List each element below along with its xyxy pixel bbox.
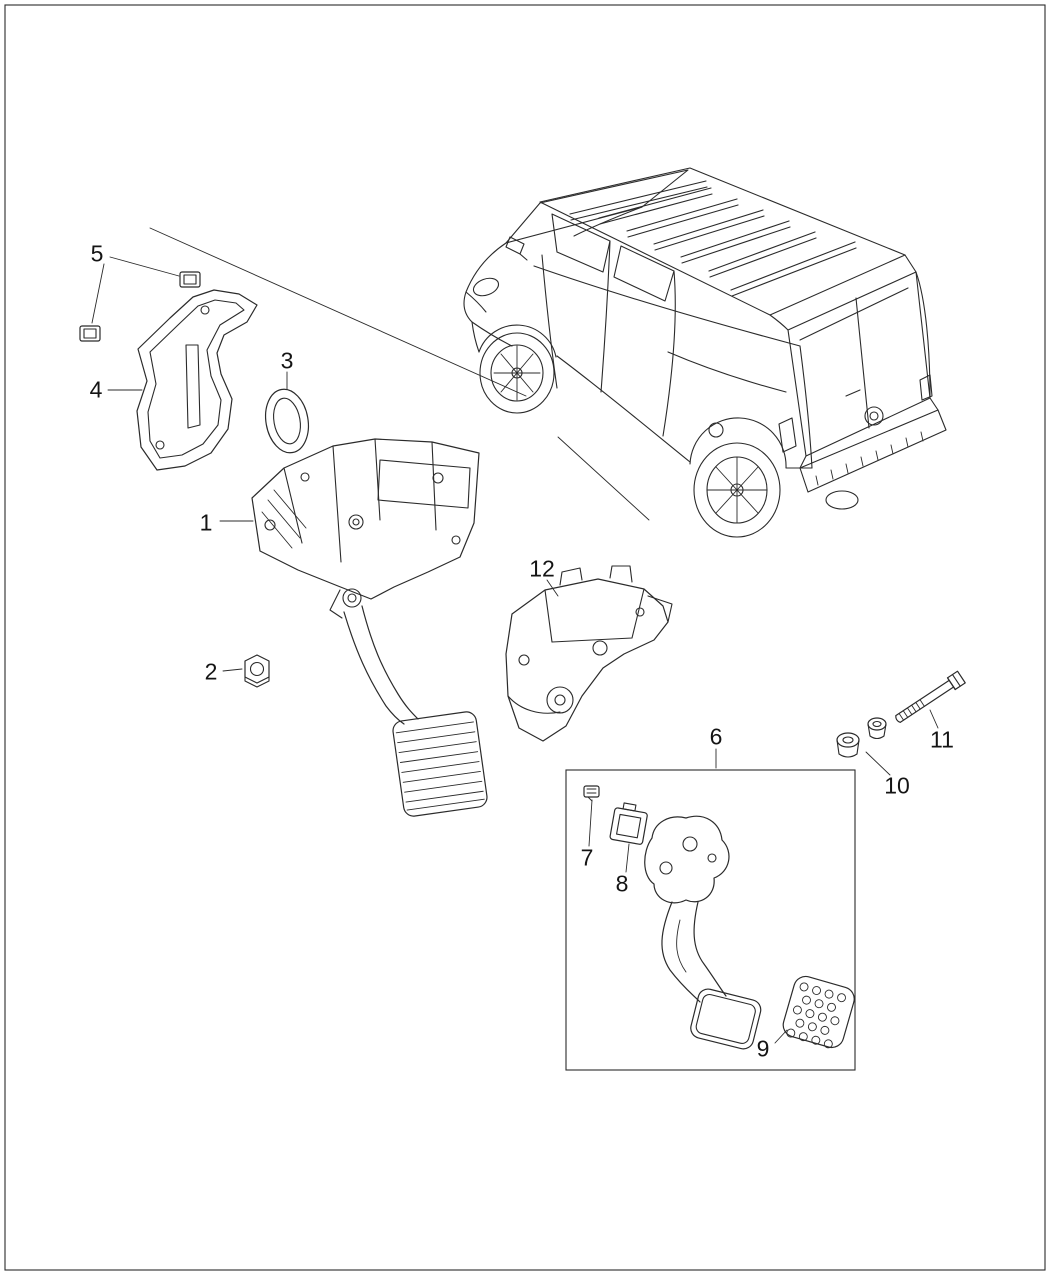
- callout-12: 12: [529, 555, 555, 582]
- callout-3: 3: [280, 347, 294, 374]
- seal-ring-drawing: [264, 388, 310, 454]
- page-frame: [4, 4, 1046, 1271]
- pedal-switch-drawing: [609, 802, 648, 845]
- callout-10: 10: [884, 772, 910, 799]
- leader-lines: [91, 256, 939, 1044]
- clip-nut-drawing: [79, 271, 201, 342]
- callout-7: 7: [580, 844, 594, 871]
- callout-2: 2: [204, 658, 218, 685]
- pedal-pad-cover-drawing: [782, 975, 855, 1049]
- pedal-pad: [392, 711, 488, 817]
- clutch-pedal-drawing: [644, 815, 762, 1050]
- retaining-clip-drawing: [583, 785, 600, 802]
- vehicle-illustration: [463, 167, 947, 538]
- bracket-plate-drawing: [136, 289, 258, 471]
- support-bracket-drawing: [505, 565, 673, 742]
- callout-9: 9: [756, 1035, 770, 1062]
- callout-5: 5: [90, 240, 104, 267]
- clutch-pedal-kit-box: [565, 769, 856, 1071]
- reference-lines: [149, 227, 650, 521]
- bolt-drawing: [895, 670, 966, 723]
- bushings-drawing: [836, 717, 887, 758]
- callout-4: 4: [89, 376, 103, 403]
- callout-1: 1: [199, 509, 213, 536]
- callout-8: 8: [615, 870, 629, 897]
- callout-11: 11: [930, 726, 954, 753]
- hex-nut-drawing: [244, 654, 270, 688]
- pedal-assembly-drawing: [251, 438, 488, 817]
- callout-6: 6: [709, 723, 723, 750]
